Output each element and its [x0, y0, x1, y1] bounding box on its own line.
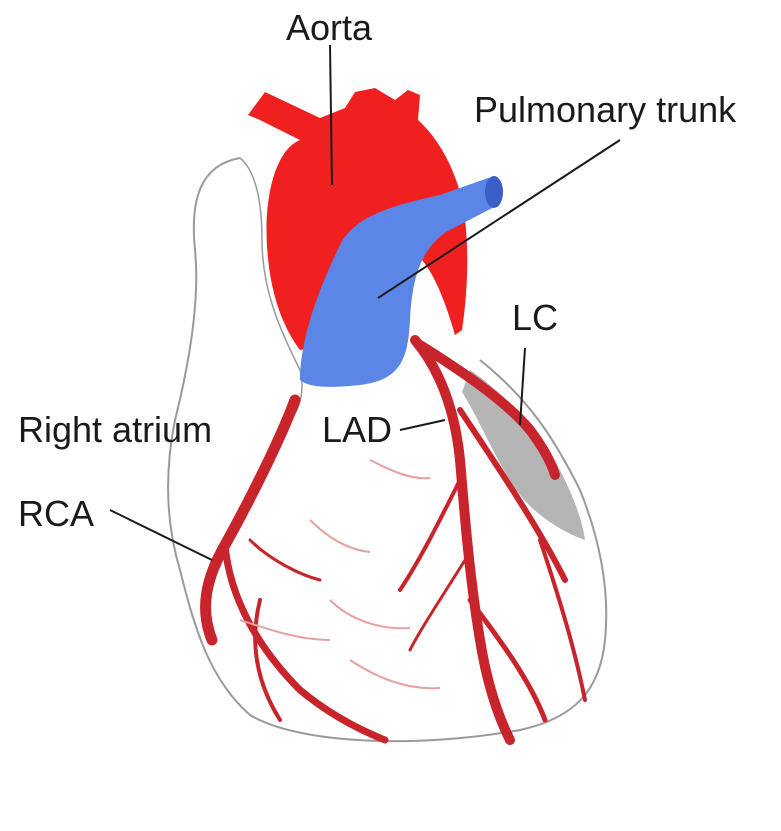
- lc-segment: [462, 370, 585, 540]
- coronary-arteries: [206, 340, 585, 740]
- lad-branch-2: [410, 560, 465, 650]
- label-lad: LAD: [322, 412, 392, 448]
- rca-leader: [110, 510, 212, 560]
- label-right-atrium: Right atrium: [18, 412, 212, 448]
- label-lc: LC: [512, 300, 558, 336]
- diagonal-branch-2: [540, 540, 585, 700]
- pulmonary-trunk-opening: [485, 176, 503, 208]
- lc-leader: [520, 348, 525, 425]
- rca-branch-3: [250, 540, 320, 580]
- label-aorta: Aorta: [286, 10, 372, 46]
- lad-leader: [400, 420, 445, 430]
- label-rca: RCA: [18, 496, 94, 532]
- lad-branch: [400, 480, 460, 590]
- rca-artery: [206, 400, 295, 640]
- label-pulmonary-trunk: Pulmonary trunk: [474, 92, 736, 128]
